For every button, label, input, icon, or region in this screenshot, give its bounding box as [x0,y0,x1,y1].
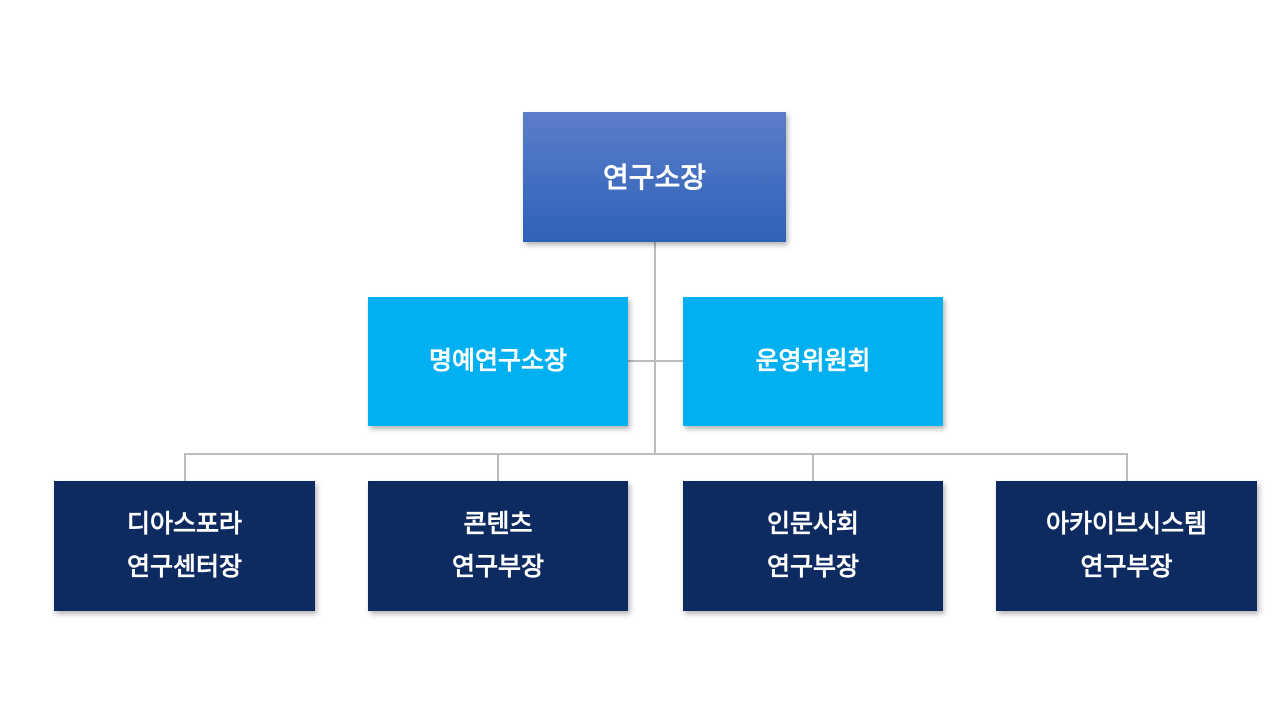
org-node-archive-system-research-head: 아카이브시스템 연구부장 [996,481,1257,611]
org-node-label-line2: 연구부장 [1080,553,1173,581]
org-node-label-line1: 디아스포라 [126,510,242,538]
org-node-label: 운영위원회 [755,347,871,375]
org-node-label: 연구소장 [602,161,707,193]
org-node-research-director: 연구소장 [523,112,786,242]
org-node-label-line1: 아카이브시스템 [1045,510,1207,538]
connector-root-vertical [654,242,656,455]
org-node-label-line1: 콘텐츠 [463,510,533,538]
org-node-diaspora-research-center-head: 디아스포라 연구센터장 [54,481,315,611]
connector-stub-humanities [812,453,814,481]
connector-stub-contents [497,453,499,481]
org-node-label-line1: 인문사회 [766,510,859,538]
connector-departments-horizontal [184,453,1128,455]
connector-advisors-horizontal [628,360,683,362]
org-node-label: 명예연구소장 [428,347,567,375]
org-node-honorary-research-director: 명예연구소장 [368,297,628,426]
connector-stub-diaspora [184,453,186,481]
org-node-label-line2: 연구부장 [451,553,544,581]
org-node-label-line2: 연구부장 [766,553,859,581]
connector-stub-archive [1126,453,1128,481]
org-node-label-line2: 연구센터장 [126,553,242,581]
org-node-steering-committee: 운영위원회 [683,297,943,426]
org-node-humanities-social-research-head: 인문사회 연구부장 [683,481,943,611]
org-node-contents-research-head: 콘텐츠 연구부장 [368,481,628,611]
